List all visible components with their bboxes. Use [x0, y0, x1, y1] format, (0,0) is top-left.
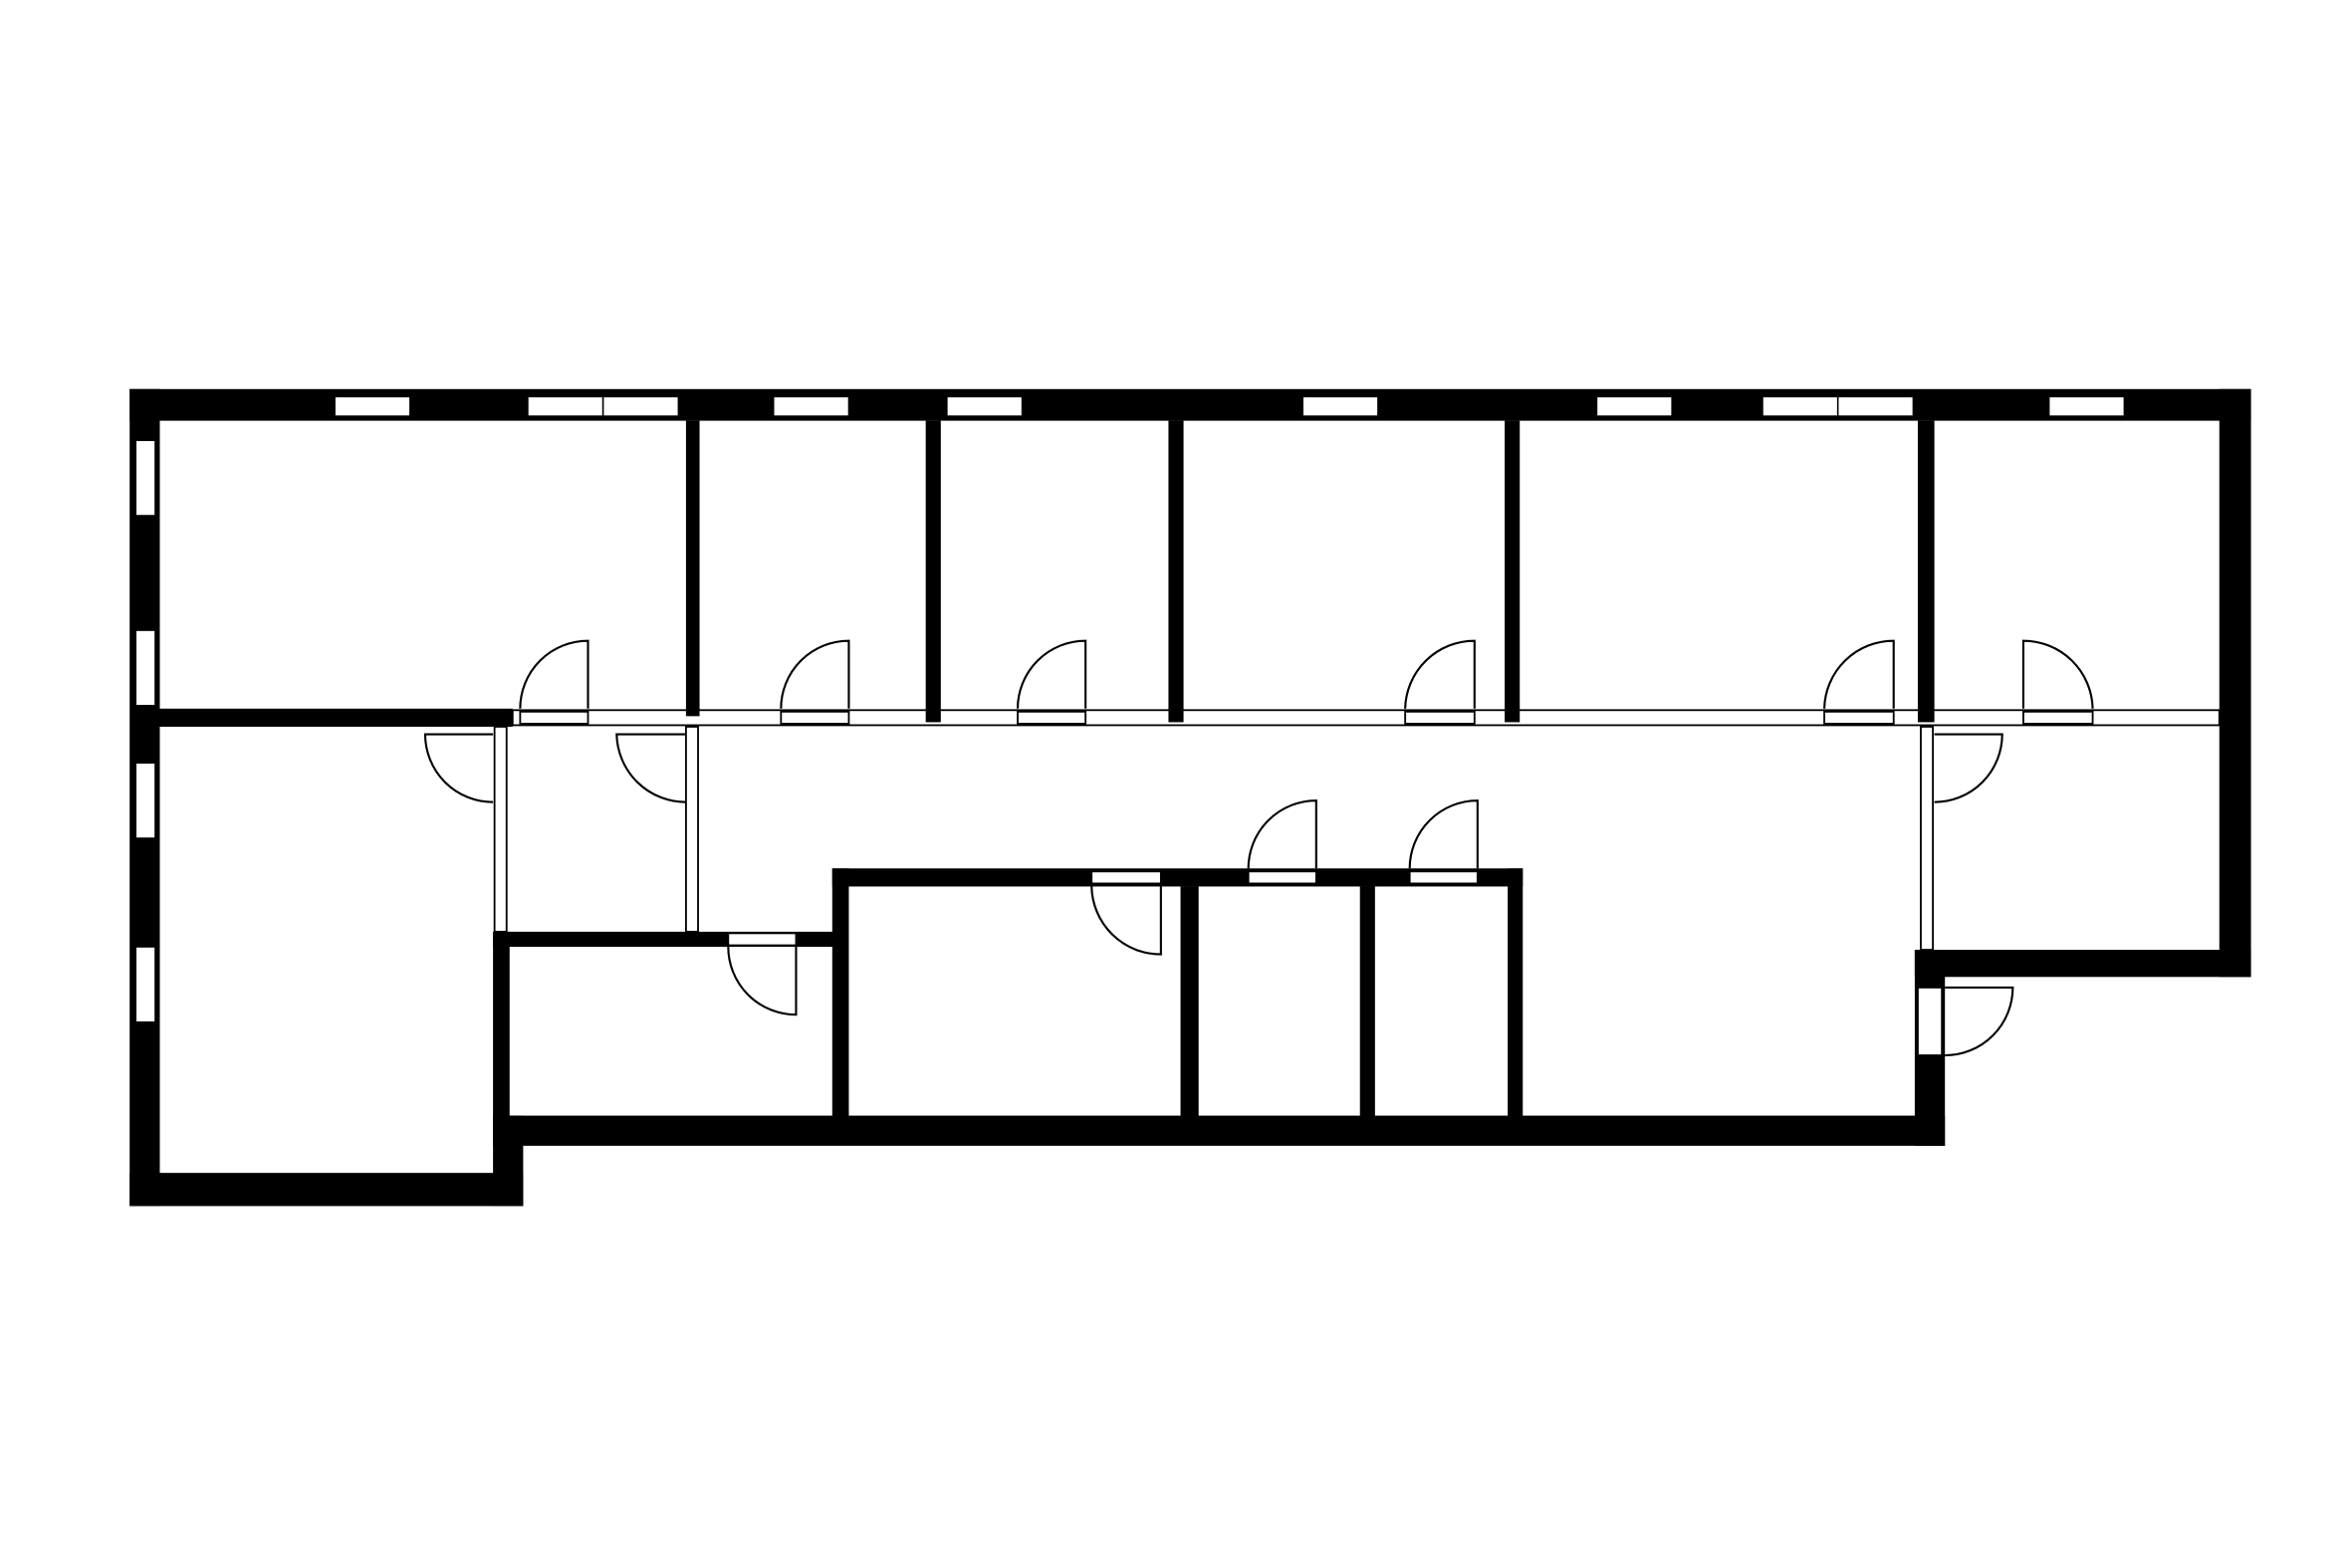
door-icon: [1945, 986, 2014, 1057]
door-icon: [780, 639, 850, 709]
door-icon: [423, 733, 494, 803]
door-openings: [519, 710, 2094, 1056]
door-icon: [1823, 639, 1895, 709]
door-icon: [1090, 886, 1162, 956]
windows: [134, 395, 2126, 1023]
door-swings: [423, 639, 2094, 1057]
door-icon: [1016, 639, 1087, 709]
door-icon: [2021, 639, 2094, 709]
door-icon: [1934, 733, 2003, 803]
exterior-walls: [129, 388, 2251, 1207]
door-icon: [1408, 799, 1479, 869]
door-icon: [1404, 639, 1476, 709]
door-icon: [727, 947, 798, 1016]
door-icon: [1247, 799, 1317, 869]
door-icon: [615, 733, 686, 803]
interior-walls: [159, 420, 2221, 1128]
door-icon: [519, 639, 589, 709]
